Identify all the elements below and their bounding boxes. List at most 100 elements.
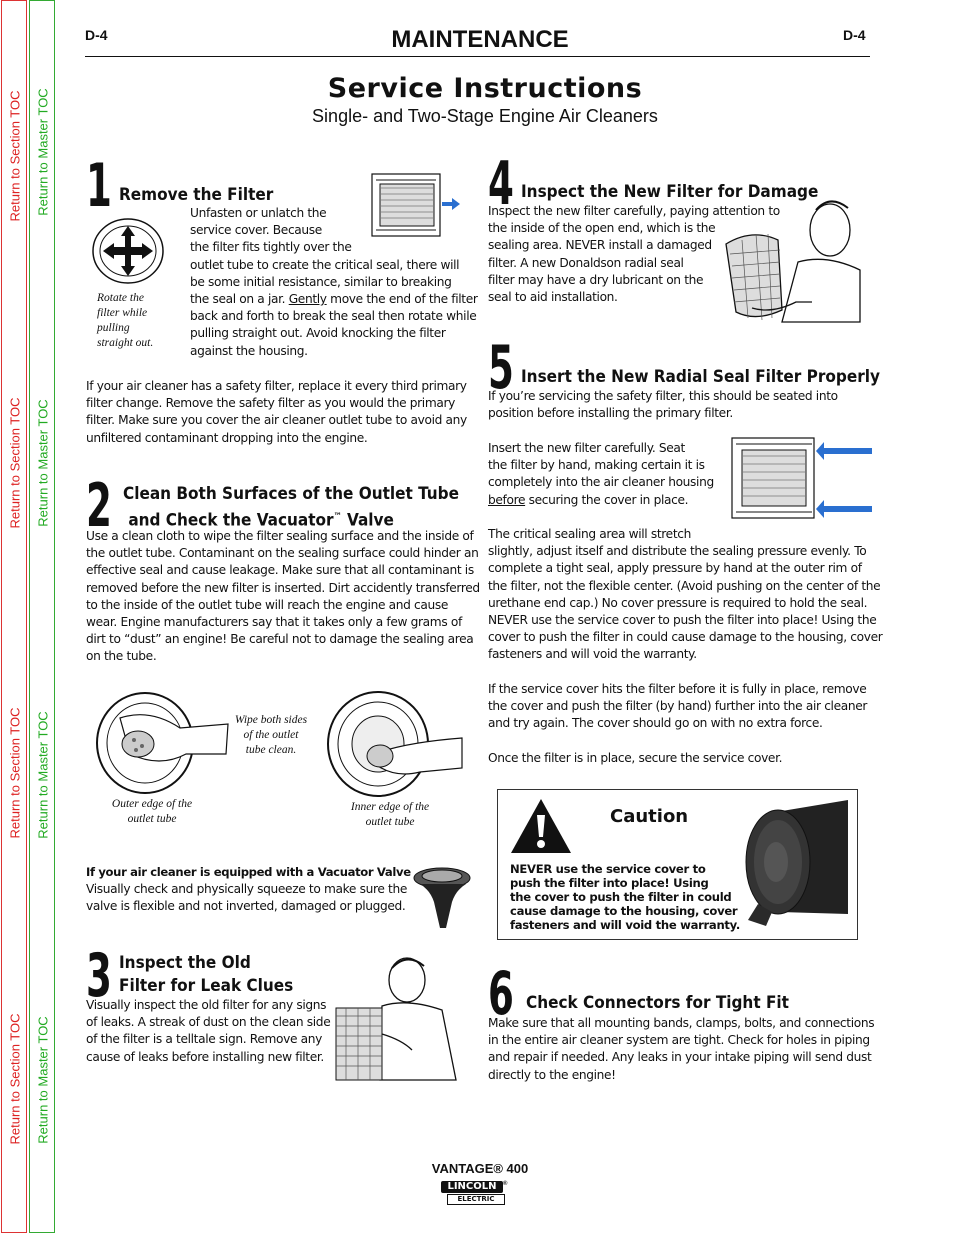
text-line: outlet tube to create the critical seal,… (190, 257, 460, 272)
page-number-right: D-4 (843, 27, 866, 43)
step-5-final-text: Once the filter is in place, secure the … (488, 751, 783, 765)
text-line: cause of leaks before installing new fil… (86, 1049, 324, 1064)
text-line: push the filter into place! Using (510, 876, 709, 890)
text-line: complete a tight seal, apply pressure by… (488, 561, 862, 576)
text-line: fasteners and will void the warranty. (510, 918, 740, 932)
text-line: and try again. The cover should go on wi… (488, 716, 823, 731)
return-master-toc-label: Return to Master TOC (35, 1016, 51, 1144)
inspect-new-filter-illustration (725, 200, 861, 323)
return-section-toc-label: Return to Section TOC (7, 397, 23, 529)
text-line: the filter, not the flexible center. (Av… (488, 578, 881, 593)
text-line: and repair if needed. Any leaks in your … (488, 1050, 872, 1065)
text-line: to the inside of the outlet tube will re… (86, 597, 449, 612)
text-line: NEVER use the service cover to push the … (488, 613, 877, 628)
rotate-filter-icon (92, 218, 164, 284)
heading-run: and Check the Vacuator (123, 510, 334, 531)
caption-line: filter while (97, 307, 148, 319)
text-run: the seal on a jar. (190, 292, 289, 307)
page-title: Service Instructions (327, 73, 643, 104)
return-section-toc-label: Return to Section TOC (7, 707, 23, 839)
text-line: Insert the new filter carefully. Seat (488, 441, 685, 455)
text-run: securing the cover in place. (525, 492, 689, 507)
step-5-heading: Insert the New Radial Seal Filter Proper… (521, 367, 881, 387)
text-line: completely into the air cleaner housing (488, 475, 714, 490)
caption-line: of the outlet (243, 729, 299, 741)
step-1-text: Unfasten or unlatch the service cover. B… (190, 205, 478, 360)
text-line: the cover and push the filter (by hand) … (488, 699, 868, 714)
text-line: filter. A new Donaldson radial seal (488, 255, 684, 270)
inner-edge-caption: Inner edge of the outlet tube (338, 800, 442, 830)
step-3-text: Visually inspect the old filter for any … (86, 997, 331, 1066)
text-line: position before installing the primary f… (488, 406, 733, 421)
caution-box (497, 789, 858, 940)
caption-line: Rotate the (97, 292, 144, 304)
return-section-toc-label: Return to Section TOC (7, 90, 23, 222)
caption-line: Wipe both sides (234, 714, 308, 726)
text-line: fasteners and will void the warranty. (488, 647, 697, 662)
step-2-number: 2 (86, 471, 112, 541)
trademark-mark: ™ (333, 512, 342, 522)
text-line: the cover to push the filter in could (510, 890, 732, 904)
caption-line: outlet tube (127, 813, 177, 825)
text-line: of the filter is a telltale sign. Remove… (86, 1032, 323, 1047)
caption-line: outlet tube (365, 816, 415, 828)
text-line: Visually inspect the old filter for any … (86, 998, 327, 1012)
section-toc-strip: Return to Section TOC Return to Section … (1, 0, 27, 1233)
caption-line: straight out. (97, 337, 154, 349)
heading-line: Filter for Leak Clues (119, 976, 294, 996)
warning-triangle-icon (511, 799, 571, 853)
rotate-caption: Rotate the filter while pulling straight… (97, 291, 153, 351)
outer-edge-caption: Outer edge of the outlet tube (100, 797, 204, 827)
air-cleaner-photo (745, 800, 848, 926)
text-line: Make sure that all mounting bands, clamp… (488, 1016, 875, 1030)
text-line: If you’re servicing the safety filter, t… (488, 389, 838, 403)
text-line: sealing area. NEVER install a damaged (488, 238, 712, 253)
return-master-toc-label: Return to Master TOC (35, 88, 51, 216)
step-4-number: 4 (488, 149, 514, 219)
return-master-toc-label: Return to Master TOC (35, 399, 51, 527)
step-5-sealing-text: The critical sealing area will stretch s… (488, 526, 883, 664)
text-line: in the entire air cleaner system are tig… (488, 1033, 870, 1048)
safety-filter-text: If your air cleaner has a safety filter,… (86, 378, 467, 447)
text-line: against the housing. (190, 343, 308, 358)
vacuator-heading: If your air cleaner is equipped with a V… (86, 865, 411, 879)
text-line: filter change. Remove the safety filter … (86, 396, 456, 411)
text-line: directly to the engine! (488, 1067, 616, 1082)
caption-line: pulling (97, 322, 130, 334)
text-line: pulling straight out. Avoid knocking the… (190, 326, 446, 341)
vacuator-valve-illustration (413, 867, 471, 928)
underlined-word: Gently (288, 292, 327, 307)
filter-removal-illustration (371, 173, 460, 237)
text-line: valve is flexible and not inverted, dama… (86, 899, 406, 914)
text-line: be some initial resistance, similar to b… (190, 274, 452, 289)
text-line: on the tube. (86, 649, 157, 664)
master-toc-strip: Return to Master TOC Return to Master TO… (29, 0, 55, 1233)
caution-text: NEVER use the service cover to push the … (510, 862, 740, 932)
text-line: the seal on a jar. Gently move the end o… (190, 291, 478, 308)
text-line: urethane end cap.) No cover pressure is … (488, 595, 868, 610)
text-line: service cover. Because (190, 223, 322, 238)
step-1-heading: Remove the Filter (119, 185, 274, 205)
step-3-heading: Inspect the Old Filter for Leak Clues (119, 952, 293, 998)
step-4-heading: Inspect the New Filter for Damage (521, 182, 819, 202)
page-number-left: D-4 (85, 27, 108, 43)
text-line: wear. Engine manufacturers say that it t… (86, 615, 462, 630)
step-6-text: Make sure that all mounting bands, clamp… (488, 1015, 875, 1084)
text-line: Use a clean cloth to wipe the filter sea… (86, 529, 474, 543)
text-line: effective seal and cause leakage. Make s… (86, 563, 474, 578)
text-line: Inspect the new filter carefully, paying… (488, 204, 780, 218)
text-line: of leaks. A streak of dust on the clean … (86, 1015, 331, 1030)
text-line: dirt to “dust” an engine! Be careful not… (86, 632, 474, 647)
text-line: back and forth to break the seal then ro… (190, 309, 477, 324)
text-line: before securing the cover in place. (488, 492, 714, 509)
text-line: the filter fits tightly over the (190, 240, 352, 255)
footer-model: VANTAGE® 400 (431, 1161, 529, 1176)
heading-line: Inspect the Old (119, 953, 251, 973)
insert-filter-illustration (731, 437, 872, 519)
text-line: the outlet tube. Contaminant on the seal… (86, 546, 479, 561)
text-line: cover to push the filter in could cause … (488, 630, 883, 645)
step-5-cover-text: If the service cover hits the filter bef… (488, 681, 867, 733)
text-line: NEVER use the service cover to (510, 862, 706, 876)
step-6-heading: Check Connectors for Tight Fit (526, 993, 789, 1013)
step-5-number: 5 (488, 333, 514, 403)
